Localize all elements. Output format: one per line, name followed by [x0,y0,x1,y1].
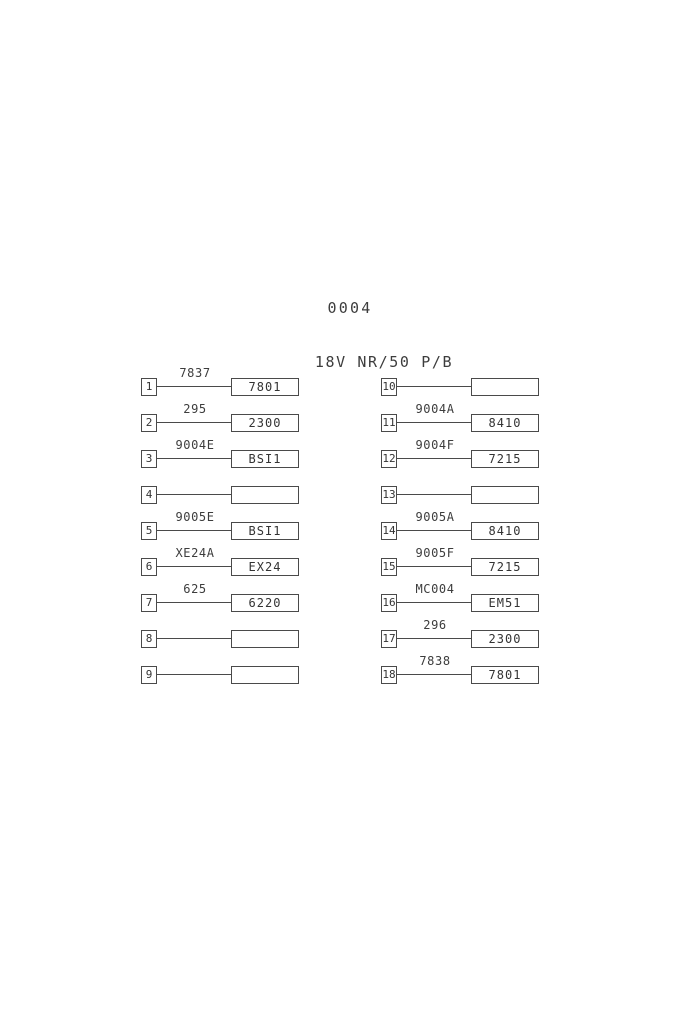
wire-number-label: 295 [183,402,207,416]
destination-box[interactable]: 7801 [471,666,539,684]
destination-box[interactable]: 7215 [471,558,539,576]
connector-row: 13 [381,486,539,504]
pin-number-box[interactable]: 6 [141,558,157,576]
connector-row: 11 9004A 8410 [381,402,539,432]
pin-number-box[interactable]: 12 [381,450,397,468]
connector-row: 8 [141,630,299,648]
connector-column-right: 10 11 9004A 8410 12 9004F 7215 13 14 9005A 8410 15 9… [381,378,539,702]
wire-number-label: 9004A [415,402,455,416]
destination-box[interactable]: 6220 [231,594,299,612]
wire-number-label: 7838 [419,654,451,668]
wire-connector-line [157,494,231,495]
wire-number-label: 9004E [175,438,215,452]
wire-number-label: 9005E [175,510,215,524]
wire-connector-line [157,458,231,459]
destination-box[interactable]: 7215 [471,450,539,468]
destination-box[interactable]: 8410 [471,414,539,432]
wire-connector-line [157,422,231,423]
pin-number-box[interactable]: 1 [141,378,157,396]
wire-connector-line [397,386,471,387]
pin-number-box[interactable]: 3 [141,450,157,468]
wire-number-label: XE24A [175,546,215,560]
destination-box[interactable] [231,486,299,504]
wire-connector-line [397,602,471,603]
connector-row: 5 9005E BSI1 [141,510,299,540]
destination-box[interactable] [231,666,299,684]
destination-box[interactable]: 2300 [231,414,299,432]
sheet-title: 0004 [327,299,373,317]
destination-box[interactable] [471,378,539,396]
wire-connector-line [157,530,231,531]
connector-row: 1 7837 7801 [141,366,299,396]
wire-connector-line [157,674,231,675]
wire-connector-line [397,674,471,675]
connector-row: 6 XE24A EX24 [141,546,299,576]
wire-number-label: 9004F [415,438,455,452]
pin-number-box[interactable]: 9 [141,666,157,684]
destination-box[interactable]: BSI1 [231,450,299,468]
pin-number-box[interactable]: 4 [141,486,157,504]
pin-number-box[interactable]: 7 [141,594,157,612]
destination-box[interactable] [471,486,539,504]
connector-row: 17 296 2300 [381,618,539,648]
connector-row: 14 9005A 8410 [381,510,539,540]
wire-number-label: MC004 [415,582,455,596]
destination-box[interactable]: EM51 [471,594,539,612]
wire-connector-line [157,386,231,387]
wire-connector-line [397,638,471,639]
pin-number-box[interactable]: 11 [381,414,397,432]
wire-connector-line [157,602,231,603]
pin-number-box[interactable]: 16 [381,594,397,612]
wire-number-label: 7837 [179,366,211,380]
connector-header-label: 18V NR/50 P/B [314,353,454,371]
wire-number-label: 625 [183,582,207,596]
connector-row: 12 9004F 7215 [381,438,539,468]
destination-box[interactable]: 7801 [231,378,299,396]
pin-number-box[interactable]: 13 [381,486,397,504]
pin-number-box[interactable]: 14 [381,522,397,540]
wire-number-label: 9005A [415,510,455,524]
pin-number-box[interactable]: 17 [381,630,397,648]
wire-connector-line [397,458,471,459]
destination-box[interactable]: 2300 [471,630,539,648]
pin-number-box[interactable]: 15 [381,558,397,576]
wire-connector-line [157,566,231,567]
destination-box[interactable]: EX24 [231,558,299,576]
pin-number-box[interactable]: 18 [381,666,397,684]
connector-row: 9 [141,666,299,684]
destination-box[interactable] [231,630,299,648]
destination-box[interactable]: 8410 [471,522,539,540]
wire-number-label: 296 [423,618,447,632]
wire-connector-line [397,422,471,423]
pin-number-box[interactable]: 2 [141,414,157,432]
wire-connector-line [157,638,231,639]
connector-row: 3 9004E BSI1 [141,438,299,468]
connector-column-left: 1 7837 7801 2 295 2300 3 9004E BSI1 4 5 9005E BSI1 6 X… [141,366,299,702]
wire-connector-line [397,494,471,495]
wire-number-label: 9005F [415,546,455,560]
pin-number-box[interactable]: 5 [141,522,157,540]
wire-connector-line [397,566,471,567]
pin-number-box[interactable]: 8 [141,630,157,648]
connector-row: 4 [141,486,299,504]
wire-connector-line [397,530,471,531]
connector-row: 18 7838 7801 [381,654,539,684]
connector-row: 15 9005F 7215 [381,546,539,576]
connector-row: 7 625 6220 [141,582,299,612]
pin-number-box[interactable]: 10 [381,378,397,396]
destination-box[interactable]: BSI1 [231,522,299,540]
connector-row: 10 [381,378,539,396]
connector-row: 2 295 2300 [141,402,299,432]
